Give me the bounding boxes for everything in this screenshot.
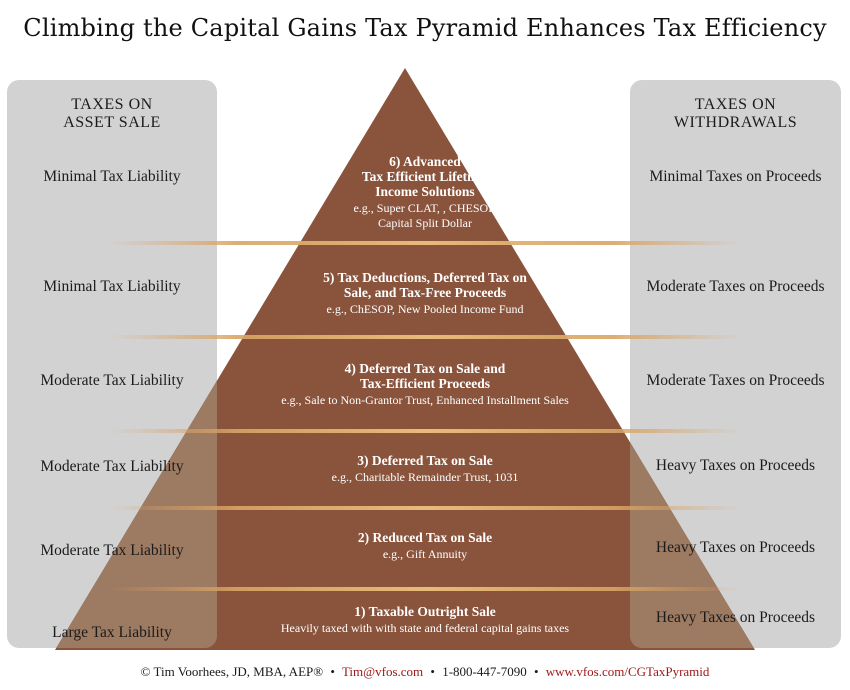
- right-row-3: Heavy Taxes on Proceeds: [655, 457, 816, 474]
- footer-url-link[interactable]: www.vfos.com/CGTaxPyramid: [545, 664, 710, 679]
- right-row-6: Minimal Taxes on Proceeds: [649, 168, 822, 185]
- footer-phone: 1-800-447-7090: [442, 664, 527, 679]
- footer-separator: •: [330, 664, 335, 679]
- footer-email-link[interactable]: Tim@vfos.com: [341, 664, 424, 679]
- footer-author: © Tim Voorhees, JD, MBA, AEP®: [140, 664, 324, 679]
- level-4-title: 4) Deferred Tax on Sale and Tax-Efficien…: [344, 361, 506, 391]
- level-1-title: 1) Taxable Outright Sale: [354, 604, 496, 619]
- footer-separator: •: [533, 664, 539, 679]
- left-row-3: Moderate Tax Liability: [40, 458, 184, 475]
- left-row-1: Large Tax Liability: [52, 624, 172, 641]
- band-divider-2: [110, 335, 740, 339]
- pyramid-level-2: 2) Reduced Tax on Sale e.g., Gift Annuit…: [250, 530, 600, 562]
- right-rows: Minimal Taxes on Proceeds Moderate Taxes…: [630, 0, 841, 690]
- level-5-title: 5) Tax Deductions, Deferred Tax on Sale,…: [323, 270, 527, 300]
- left-row-4: Moderate Tax Liability: [40, 372, 184, 389]
- level-3-examples: e.g., Charitable Remainder Trust, 1031: [331, 470, 519, 484]
- level-6-examples: e.g., Super CLAT, , CHESOP, Capital Spli…: [353, 201, 497, 230]
- left-row-2: Moderate Tax Liability: [40, 542, 184, 559]
- left-heading-line-1: TAXES ON: [71, 96, 153, 113]
- band-divider-4: [110, 506, 740, 510]
- left-row-6: Minimal Tax Liability: [43, 168, 181, 185]
- level-4-examples: e.g., Sale to Non-Grantor Trust, Enhance…: [281, 393, 569, 407]
- pyramid-level-4: 4) Deferred Tax on Sale and Tax-Efficien…: [250, 361, 600, 408]
- left-rows: Minimal Tax Liability Minimal Tax Liabil…: [7, 0, 217, 690]
- band-divider-5: [110, 587, 740, 591]
- footer-separator: •: [430, 664, 435, 679]
- level-2-title: 2) Reduced Tax on Sale: [357, 530, 493, 545]
- level-6-title: 6) Advanced Tax Efficient Lifetime Incom…: [361, 154, 489, 199]
- diagram-title: Climbing the Capital Gains Tax Pyramid E…: [23, 14, 827, 42]
- pyramid-body: [55, 68, 755, 650]
- level-5-examples: e.g., ChESOP, New Pooled Income Fund: [326, 302, 524, 316]
- left-heading-line-2: ASSET SALE: [63, 114, 161, 131]
- level-1-examples: Heavily taxed with with state and federa…: [280, 621, 570, 635]
- left-panel-heading: TAXES ON ASSET SALE: [7, 96, 217, 132]
- right-row-4: Moderate Taxes on Proceeds: [646, 372, 825, 389]
- left-row-5: Minimal Tax Liability: [43, 278, 181, 295]
- band-divider-1: [110, 241, 740, 245]
- right-row-2: Heavy Taxes on Proceeds: [655, 539, 816, 556]
- right-heading-line-2: WITHDRAWALS: [673, 114, 798, 131]
- level-3-title: 3) Deferred Tax on Sale: [357, 453, 493, 468]
- pyramid-level-3: 3) Deferred Tax on Sale e.g., Charitable…: [250, 453, 600, 485]
- right-panel-heading: TAXES ON WITHDRAWALS: [630, 96, 841, 132]
- pyramid-level-6: 6) Advanced Tax Efficient Lifetime Incom…: [250, 154, 600, 231]
- level-2-examples: e.g., Gift Annuity: [382, 547, 468, 561]
- footer: © Tim Voorhees, JD, MBA, AEP® • Tim@vfos…: [0, 664, 850, 680]
- right-heading-line-1: TAXES ON: [694, 96, 777, 113]
- pyramid-level-5: 5) Tax Deductions, Deferred Tax on Sale,…: [250, 270, 600, 317]
- right-row-5: Moderate Taxes on Proceeds: [646, 278, 825, 295]
- right-row-1: Heavy Taxes on Proceeds: [655, 609, 816, 626]
- pyramid-level-1: 1) Taxable Outright Sale Heavily taxed w…: [250, 604, 600, 636]
- band-divider-3: [110, 429, 740, 433]
